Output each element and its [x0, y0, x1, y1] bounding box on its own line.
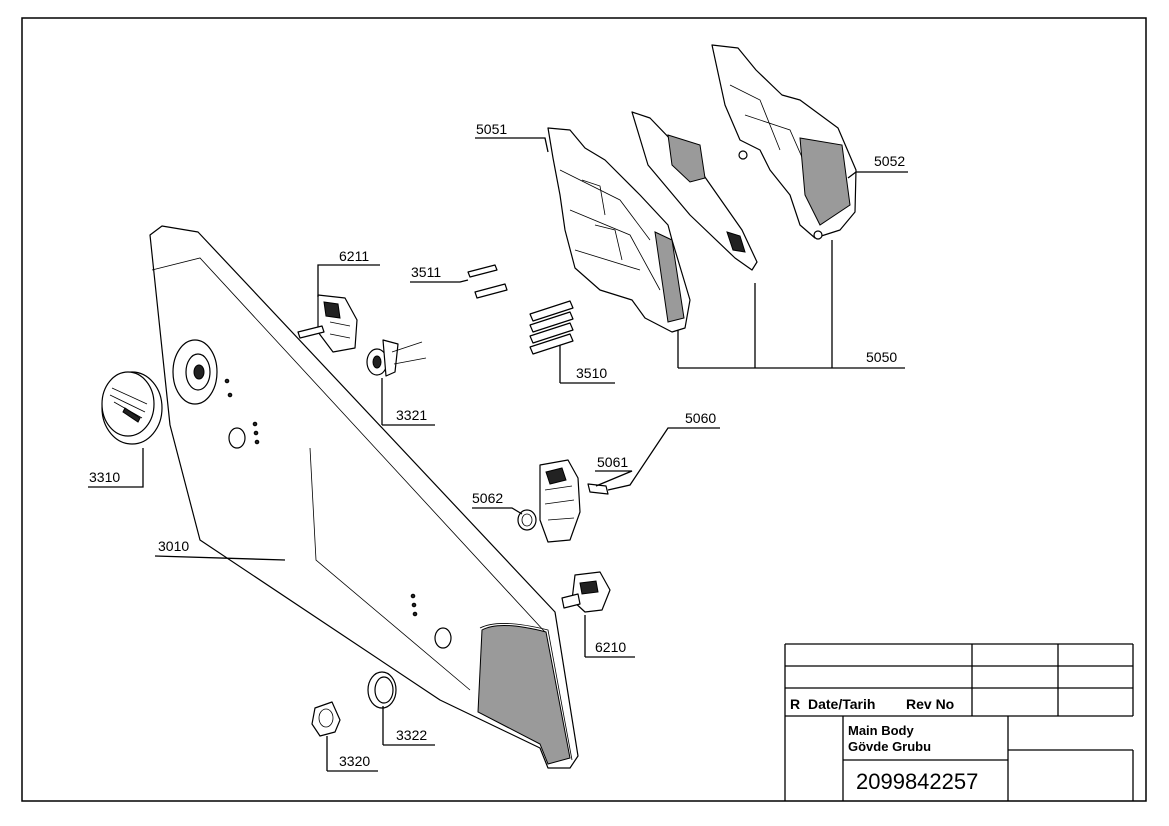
main-body-panel-3010	[149, 225, 579, 769]
selector-switch-6211	[297, 294, 358, 353]
part-label-3510: 3510	[576, 365, 607, 381]
leader-lines	[88, 137, 908, 772]
part-label-5060: 5060	[685, 410, 716, 426]
cap-3320	[311, 701, 341, 737]
part-label-5062: 5062	[472, 490, 503, 506]
ring-part-3321	[366, 339, 427, 377]
light-pipe-set-3510	[529, 300, 574, 355]
push-button-5062	[517, 509, 537, 531]
drawing-frame	[21, 17, 1147, 802]
title-block-name-tr: Gövde Grubu	[848, 739, 931, 754]
title-block	[784, 643, 1134, 801]
light-pipe-3511	[467, 264, 508, 299]
part-label-5051: 5051	[476, 121, 507, 137]
switch-6210	[561, 571, 611, 613]
part-label-6210: 6210	[595, 639, 626, 655]
cover-5052	[711, 44, 857, 240]
title-block-date-label: Date/Tarih	[808, 696, 875, 712]
part-label-5052: 5052	[874, 153, 905, 169]
part-label-5050: 5050	[866, 349, 897, 365]
part-label-5061: 5061	[597, 454, 628, 470]
title-block-part-number: 2099842257	[856, 769, 978, 794]
part-label-3511: 3511	[411, 264, 441, 280]
part-label-6211: 6211	[339, 248, 369, 264]
part-label-3320: 3320	[339, 753, 370, 769]
part-label-3010: 3010	[158, 538, 189, 554]
title-block-rev-prefix: R	[790, 696, 800, 712]
knob-3310	[101, 371, 163, 445]
circuit-board-5050	[631, 111, 758, 271]
part-label-3321: 3321	[396, 407, 427, 423]
part-label-3322: 3322	[396, 727, 427, 743]
ring-3322	[367, 671, 397, 709]
electronic-frame-5051	[547, 127, 691, 333]
part-label-3310: 3310	[89, 469, 120, 485]
title-block-rev-no-label: Rev No	[906, 696, 954, 712]
switch-module-5061	[539, 459, 609, 543]
title-block-name-en: Main Body	[848, 723, 914, 738]
